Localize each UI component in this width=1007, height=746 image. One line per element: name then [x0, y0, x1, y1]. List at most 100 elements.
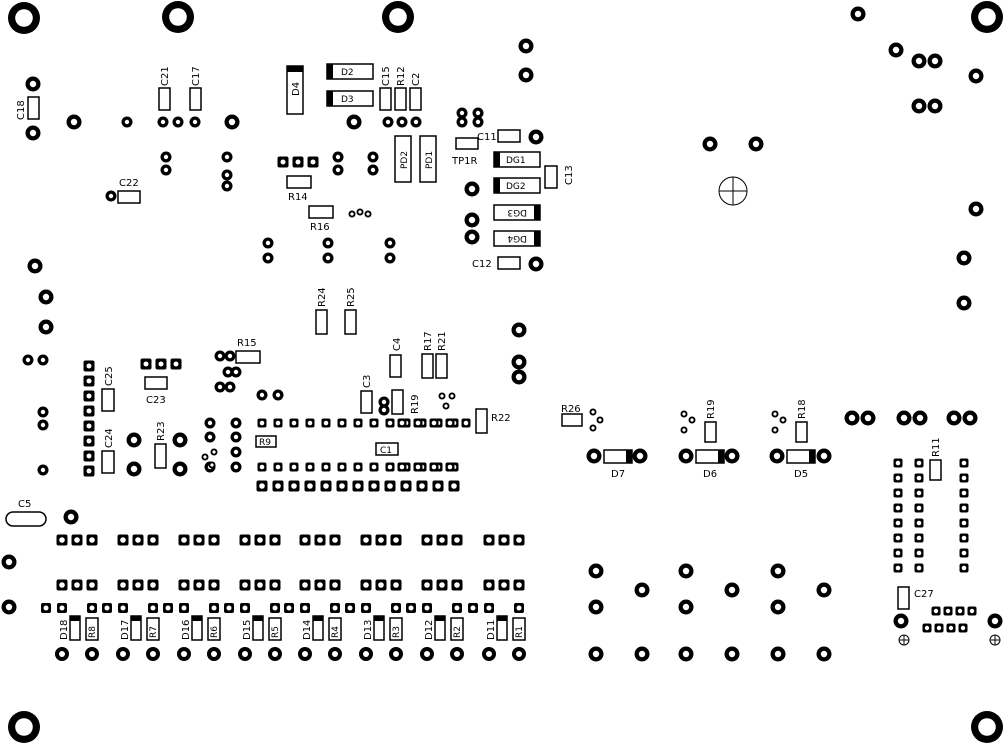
pad-drill: [440, 394, 444, 398]
pad-drill: [42, 323, 50, 331]
pad-drill: [242, 651, 248, 657]
pad-drill: [820, 452, 828, 460]
label-r24: R24: [317, 287, 328, 307]
pad-drill: [302, 651, 308, 657]
pad-drill: [387, 240, 393, 246]
pad-drill: [960, 625, 966, 631]
pad-drill: [486, 651, 492, 657]
pad-drill: [459, 110, 465, 116]
pad-drill: [781, 418, 785, 422]
pad-drill: [895, 550, 901, 556]
pad-drill: [291, 464, 297, 470]
pad-drill: [59, 651, 65, 657]
pad-drill: [895, 460, 901, 466]
pad-drill: [59, 537, 65, 543]
pad-drill: [143, 361, 149, 367]
pad-drill: [325, 240, 331, 246]
label-dg3: DG3: [507, 207, 527, 217]
c1-body: [375, 442, 399, 456]
label-r8: R8: [88, 626, 98, 638]
pad-drill: [25, 357, 31, 363]
pad-drill: [916, 550, 922, 556]
pad-drill: [916, 490, 922, 496]
label-d14: D14: [302, 620, 313, 640]
label-r5: R5: [271, 626, 281, 638]
c4-body: [389, 354, 402, 378]
label-r12: R12: [396, 66, 407, 86]
pad-drill: [950, 414, 958, 422]
pad-drill: [323, 483, 329, 489]
pad-drill: [86, 378, 92, 384]
pad-drill: [936, 625, 942, 631]
pad-drill: [895, 535, 901, 541]
c11-body: [497, 129, 521, 143]
led-band: [435, 616, 445, 621]
d4-band: [287, 66, 303, 72]
pad-drill: [242, 605, 248, 611]
label-pd1: PD1: [425, 151, 435, 169]
pad-drill: [224, 154, 230, 160]
label-r4: R4: [331, 626, 341, 638]
pad-drill: [317, 537, 323, 543]
pad-drill: [522, 42, 530, 50]
pad-drill: [355, 483, 361, 489]
component-pads: [1, 6, 1003, 662]
mounting-hole-drill: [15, 9, 33, 27]
c15-body: [379, 87, 392, 111]
pad-drill: [945, 608, 951, 614]
pad-drill: [286, 605, 292, 611]
label-d5: D5: [794, 469, 808, 480]
label-c21: C21: [160, 66, 171, 86]
pad-drill: [217, 384, 223, 390]
pad-drill: [516, 605, 522, 611]
pad-drill: [895, 520, 901, 526]
pad-drill: [242, 582, 248, 588]
label-c5: C5: [18, 499, 31, 510]
pad-drill: [532, 260, 540, 268]
label-dg1: DG1: [506, 156, 526, 166]
pad-drill: [265, 240, 271, 246]
pad-drill: [196, 537, 202, 543]
c24-body: [101, 450, 115, 474]
r19b-body: [704, 421, 717, 443]
pad-drill: [363, 605, 369, 611]
pad-drill: [275, 392, 281, 398]
pad-drill: [897, 617, 905, 625]
c23-body: [144, 376, 168, 390]
pad-drill: [470, 605, 476, 611]
pad-drill: [150, 537, 156, 543]
pad-drill: [515, 326, 523, 334]
pad-drill: [323, 420, 329, 426]
label-r25: R25: [346, 287, 357, 307]
pad-drill: [931, 102, 939, 110]
pad-drill: [486, 582, 492, 588]
pad-drill: [486, 537, 492, 543]
pad-drill: [323, 464, 329, 470]
pad-drill: [961, 520, 967, 526]
pad-drill: [233, 369, 239, 375]
pad-drill: [74, 537, 80, 543]
label-r18: R18: [797, 399, 808, 419]
label-c13: C13: [564, 165, 575, 185]
c12-body: [497, 256, 521, 270]
pad-drill: [972, 205, 980, 213]
pad-drill: [150, 651, 156, 657]
pd2-body: [394, 135, 412, 183]
pad-drill: [916, 505, 922, 511]
pad-drill: [424, 582, 430, 588]
led-band: [313, 616, 323, 621]
pad-drill: [895, 490, 901, 496]
pad-drill: [961, 505, 967, 511]
pad-drill: [415, 420, 421, 426]
dg2-band: [494, 178, 500, 193]
pad-drill: [233, 449, 239, 455]
pad-drill: [439, 537, 445, 543]
pad-drill: [408, 605, 414, 611]
pad-drill: [501, 537, 507, 543]
label-pd2: PD2: [400, 151, 410, 169]
pad-drill: [259, 483, 265, 489]
pad-drill: [961, 565, 967, 571]
r18-body: [795, 421, 808, 443]
dg4-band: [534, 231, 540, 246]
